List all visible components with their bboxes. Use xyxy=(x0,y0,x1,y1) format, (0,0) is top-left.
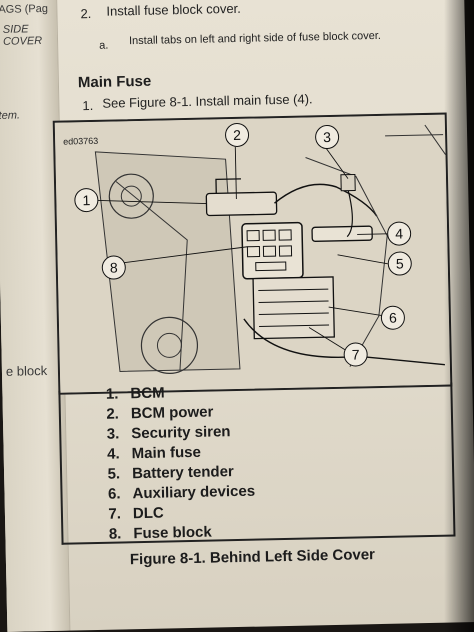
legend-number: 5. xyxy=(107,464,121,483)
step-1-text: See Figure 8-1. Install main fuse (4). xyxy=(102,91,313,111)
legend-label: DLC xyxy=(132,504,164,522)
legend-number: 2. xyxy=(106,404,120,423)
legend-label: Battery tender xyxy=(131,462,234,482)
legend-number: 8. xyxy=(108,524,122,543)
facing-page-text: SIDE COVER xyxy=(2,23,43,48)
step-2a-number: a. xyxy=(99,39,109,52)
legend-label: Auxiliary devices xyxy=(132,482,256,502)
step-2-number: 2. xyxy=(80,5,92,22)
legend-number: 4. xyxy=(107,444,120,463)
step-2-text: Install fuse block cover. xyxy=(106,0,241,19)
section-heading: Main Fuse xyxy=(77,72,152,92)
figure-caption: Figure 8-1. Behind Left Side Cover xyxy=(129,546,376,569)
legend-label: Fuse block xyxy=(133,523,212,542)
facing-page-text: e block xyxy=(5,362,48,379)
legend-item: 8. Fuse block xyxy=(85,521,256,545)
legend-number: 1. xyxy=(105,384,119,403)
legend-number: 3. xyxy=(106,424,120,443)
legend-label: Main fuse xyxy=(131,443,202,462)
page-edge-shadow xyxy=(444,0,474,632)
legend-number: 7. xyxy=(108,504,122,523)
step-1-number: 1. xyxy=(82,97,94,114)
legend-number: 6. xyxy=(107,484,121,503)
legend-label: Security siren xyxy=(131,422,231,442)
facing-page-text: tem. xyxy=(0,109,21,122)
step-2a-text: Install tabs on left and right side of f… xyxy=(128,29,382,48)
wiring-diagram xyxy=(54,114,451,393)
legend-label: BCM xyxy=(130,384,165,402)
facing-page-text: AGS (Pag xyxy=(0,2,49,16)
figure-id: ed03763 xyxy=(63,135,99,147)
figure-diagram: ed03763 xyxy=(52,112,453,395)
legend-label: BCM power xyxy=(130,403,214,422)
figure-legend: 1. BCM 2. BCM power 3. Security siren 4. Mai… xyxy=(82,381,256,545)
